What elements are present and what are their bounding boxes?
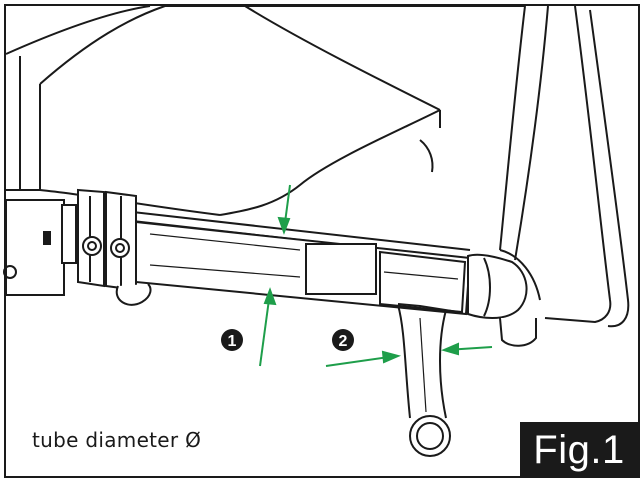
figure-label: Fig.1 (520, 422, 638, 478)
callout-1-number: 1 (228, 333, 237, 350)
measure-1 (259, 184, 291, 367)
end-cap (467, 253, 537, 347)
clamp (61, 188, 152, 306)
callout-1-badge: 1 (221, 329, 243, 351)
caption-text: tube diameter Ø (32, 428, 202, 452)
t-handle (379, 250, 467, 457)
seat-shell (5, 5, 525, 216)
left-mount (3, 199, 65, 296)
backrest (419, 5, 630, 328)
measure-2 (325, 342, 493, 367)
callout-2-number: 2 (339, 333, 348, 350)
callout-2-badge: 2 (332, 329, 354, 351)
